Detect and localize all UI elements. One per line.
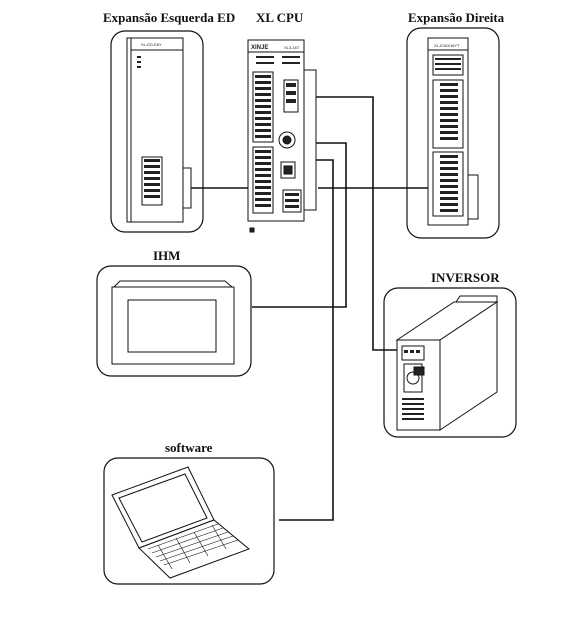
laptop-device bbox=[111, 466, 250, 579]
left-expansion-label: Expansão Esquerda ED bbox=[103, 10, 236, 25]
cpu-module: XINJE XL3-16T bbox=[247, 39, 317, 233]
software-box bbox=[103, 457, 275, 585]
right-expansion-box bbox=[406, 27, 500, 239]
software-label: software bbox=[165, 440, 213, 455]
cpu-label: XL CPU bbox=[256, 10, 304, 25]
inverter-label: INVERSOR bbox=[431, 270, 500, 285]
svg-text:XL-ED-E8Y: XL-ED-E8Y bbox=[141, 42, 162, 47]
right-expansion-module: XL-E16X16YT bbox=[427, 37, 479, 226]
inverter-box bbox=[383, 287, 517, 438]
inverter-device bbox=[395, 295, 499, 431]
svg-text:XL3-16T: XL3-16T bbox=[284, 45, 300, 50]
svg-text:XINJE: XINJE bbox=[251, 45, 268, 51]
svg-text:XL-E16X16YT: XL-E16X16YT bbox=[434, 43, 460, 48]
hmi-device bbox=[111, 280, 235, 365]
left-expansion-box bbox=[110, 30, 204, 233]
connection-lines bbox=[188, 96, 428, 521]
right-expansion-label: Expansão Direita bbox=[408, 10, 505, 25]
hmi-box bbox=[96, 265, 252, 377]
hmi-label: IHM bbox=[153, 248, 181, 263]
left-expansion-module: XL-ED-E8Y bbox=[126, 37, 192, 223]
